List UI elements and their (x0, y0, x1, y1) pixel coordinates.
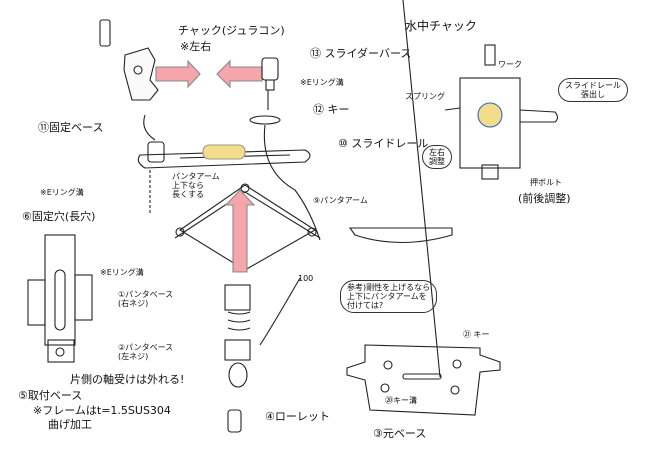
panta-note: パンタアーム上下なら長くする (172, 172, 220, 199)
reference-cloud: 参考)剛性を上げるなら上下にパンタアームを付けては? (340, 280, 438, 313)
fix-hole-label: ⑥固定穴(長穴) (22, 210, 96, 223)
title: 水中チャック (405, 19, 477, 33)
frame-note: ※フレームはt=1.5SUS304 (33, 404, 171, 417)
chuck-label: チャック(ジュラコン) (178, 24, 285, 37)
main-base-label: ③元ベース (373, 427, 427, 440)
chuck-note: ※左右 (180, 40, 212, 53)
bend-note: 曲げ加工 (48, 418, 92, 431)
work-label: ワーク (498, 60, 522, 69)
lr-adjust-cloud: 左右調整 (422, 145, 452, 169)
chuck-block (99, 19, 159, 101)
panta-arm-label: ⑨パンタアーム (313, 196, 368, 205)
slide-rail-label: ⑩ スライドレール (338, 137, 429, 150)
mount-base-label: ⑤取付ベース (18, 389, 83, 402)
key12-label: ⑫ キー (313, 103, 350, 116)
fixed-base-label: ⑪固定ベース (38, 121, 104, 134)
arrow-vertical (224, 189, 256, 273)
key-groove-label: ⑳キー溝 (385, 396, 417, 405)
push-bolt-label: 押ボルト (530, 178, 562, 187)
slider-base-label: ⑬ スライダーバース (310, 47, 412, 60)
fb-adjust-label: (前後調整) (518, 192, 571, 205)
knurl-label: ④ローレット (265, 410, 330, 423)
ering-top-label: ※Eリング溝 (300, 78, 344, 87)
rail-overhang-cloud: スライドレール張出し (558, 78, 628, 102)
arrow-right (155, 59, 201, 89)
ering-left-label: ※Eリング溝 (40, 188, 84, 197)
ering-mid-label: ※Eリング溝 (100, 268, 144, 277)
spring-label: スプリング (405, 92, 445, 101)
panta-base2-label: ②パンタベース(左ネジ) (118, 343, 174, 361)
bearing-note: 片側の軸受けは外れる! (70, 373, 185, 386)
arrow-left (216, 59, 263, 89)
panta-base1-label: ①パンタベース(右ネジ) (118, 290, 174, 308)
dimension-label: 100 (298, 274, 314, 283)
key21-label: ㉑ キー (463, 330, 490, 339)
